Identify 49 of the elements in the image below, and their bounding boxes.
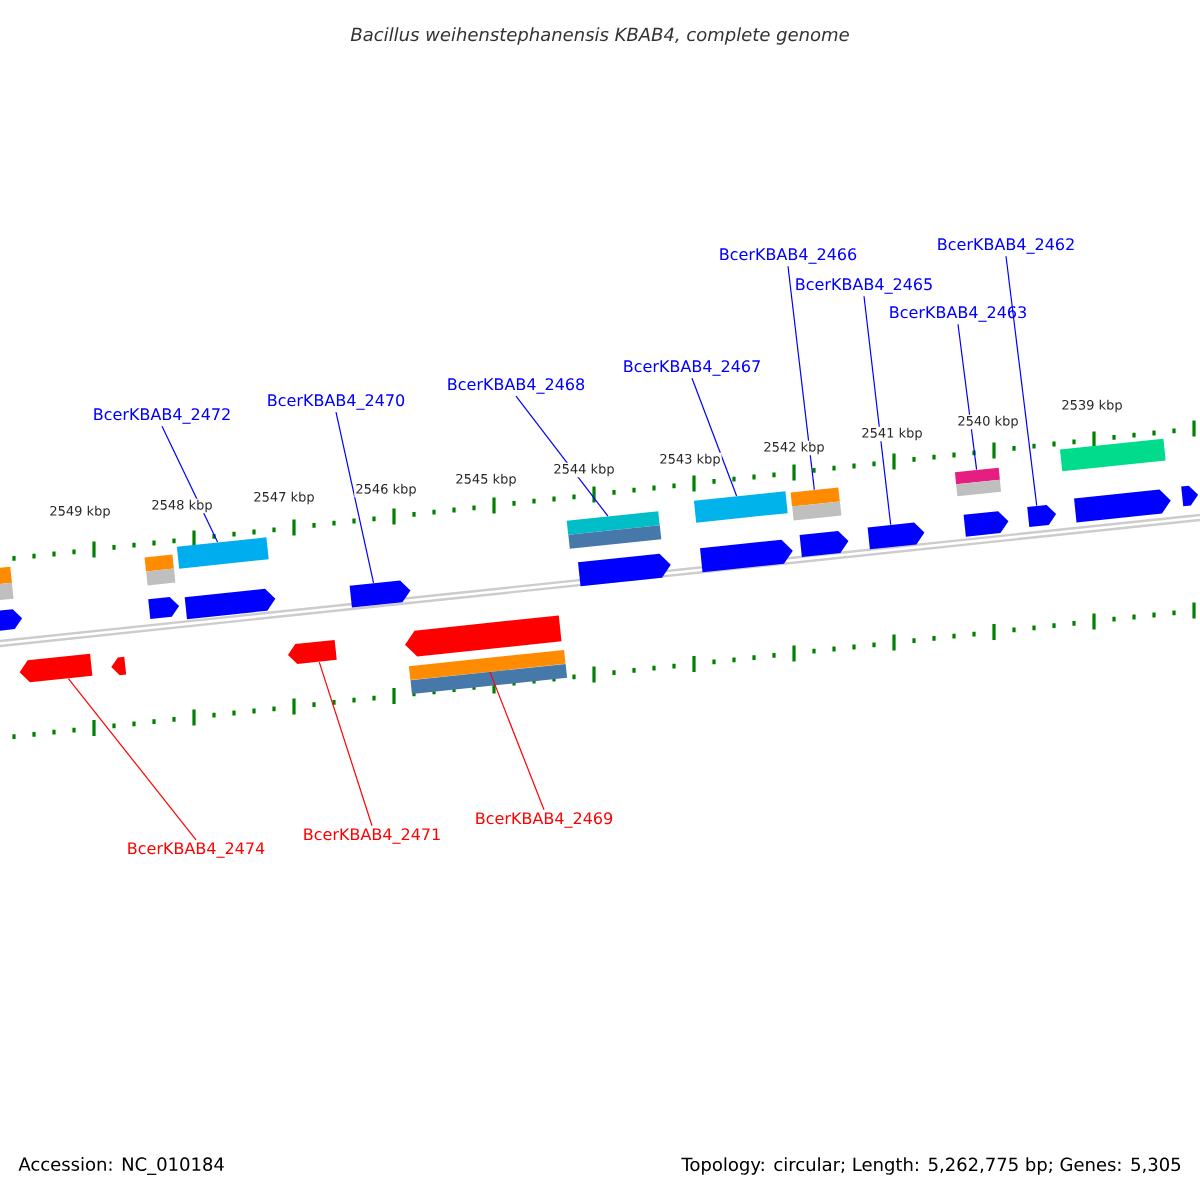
gene-block xyxy=(184,588,276,620)
feature-bar xyxy=(566,511,662,549)
feature-bar xyxy=(954,467,1002,497)
gene-label: BcerKBAB4_2462 xyxy=(938,238,1074,254)
gene-label: BcerKBAB4_2466 xyxy=(720,248,857,264)
accession-text: Accession: NC_010184 xyxy=(18,1157,224,1175)
leader-line xyxy=(161,425,219,543)
leader-line xyxy=(1005,255,1038,507)
gene-block xyxy=(799,531,849,557)
leader-line xyxy=(318,661,373,827)
gene-block xyxy=(19,653,93,683)
gene-block xyxy=(349,580,411,608)
gene-label: BcerKBAB4_2474 xyxy=(128,842,265,858)
feature-bar xyxy=(693,491,788,523)
gene-block xyxy=(700,539,793,573)
feature-bar xyxy=(144,554,176,586)
feature-bar xyxy=(790,487,842,521)
gene-label: BcerKBAB4_2470 xyxy=(268,394,405,410)
gene-block xyxy=(111,656,127,676)
gene-label: BcerKBAB4_2472 xyxy=(94,408,230,424)
gene-block xyxy=(1074,489,1171,523)
gene-label: BcerKBAB4_2469 xyxy=(476,812,613,828)
title: Bacillus weihenstephanensis KBAB4, complete genome xyxy=(350,27,849,45)
leader-line xyxy=(67,678,197,841)
gene-block xyxy=(1027,505,1057,527)
leader-line xyxy=(787,265,815,491)
leader-line xyxy=(515,395,609,517)
leader-line xyxy=(863,295,892,526)
gene-block xyxy=(405,615,562,657)
genome-info-text: Topology: circular; Length: 5,262,775 bp; Genes: 5,305 xyxy=(681,1157,1181,1175)
gene-block xyxy=(963,511,1009,537)
leader-line xyxy=(489,671,545,811)
feature-bar xyxy=(176,537,269,569)
gene-block xyxy=(148,596,180,620)
gene-block xyxy=(1181,485,1199,507)
feature-bar xyxy=(1059,438,1166,472)
gene-label: BcerKBAB4_2465 xyxy=(796,278,932,294)
leader-line xyxy=(957,323,978,471)
leader-line xyxy=(335,411,375,584)
feature-bar xyxy=(408,649,568,695)
gene-label: BcerKBAB4_2471 xyxy=(304,828,440,844)
gene-block xyxy=(867,522,925,550)
feature-bar xyxy=(0,566,14,602)
gene-block xyxy=(578,553,671,587)
gene-label: BcerKBAB4_2468 xyxy=(448,378,585,394)
gene-label: BcerKBAB4_2467 xyxy=(624,360,760,376)
gene-block xyxy=(287,640,337,664)
leader-line xyxy=(691,377,738,497)
gene-block xyxy=(0,609,23,631)
